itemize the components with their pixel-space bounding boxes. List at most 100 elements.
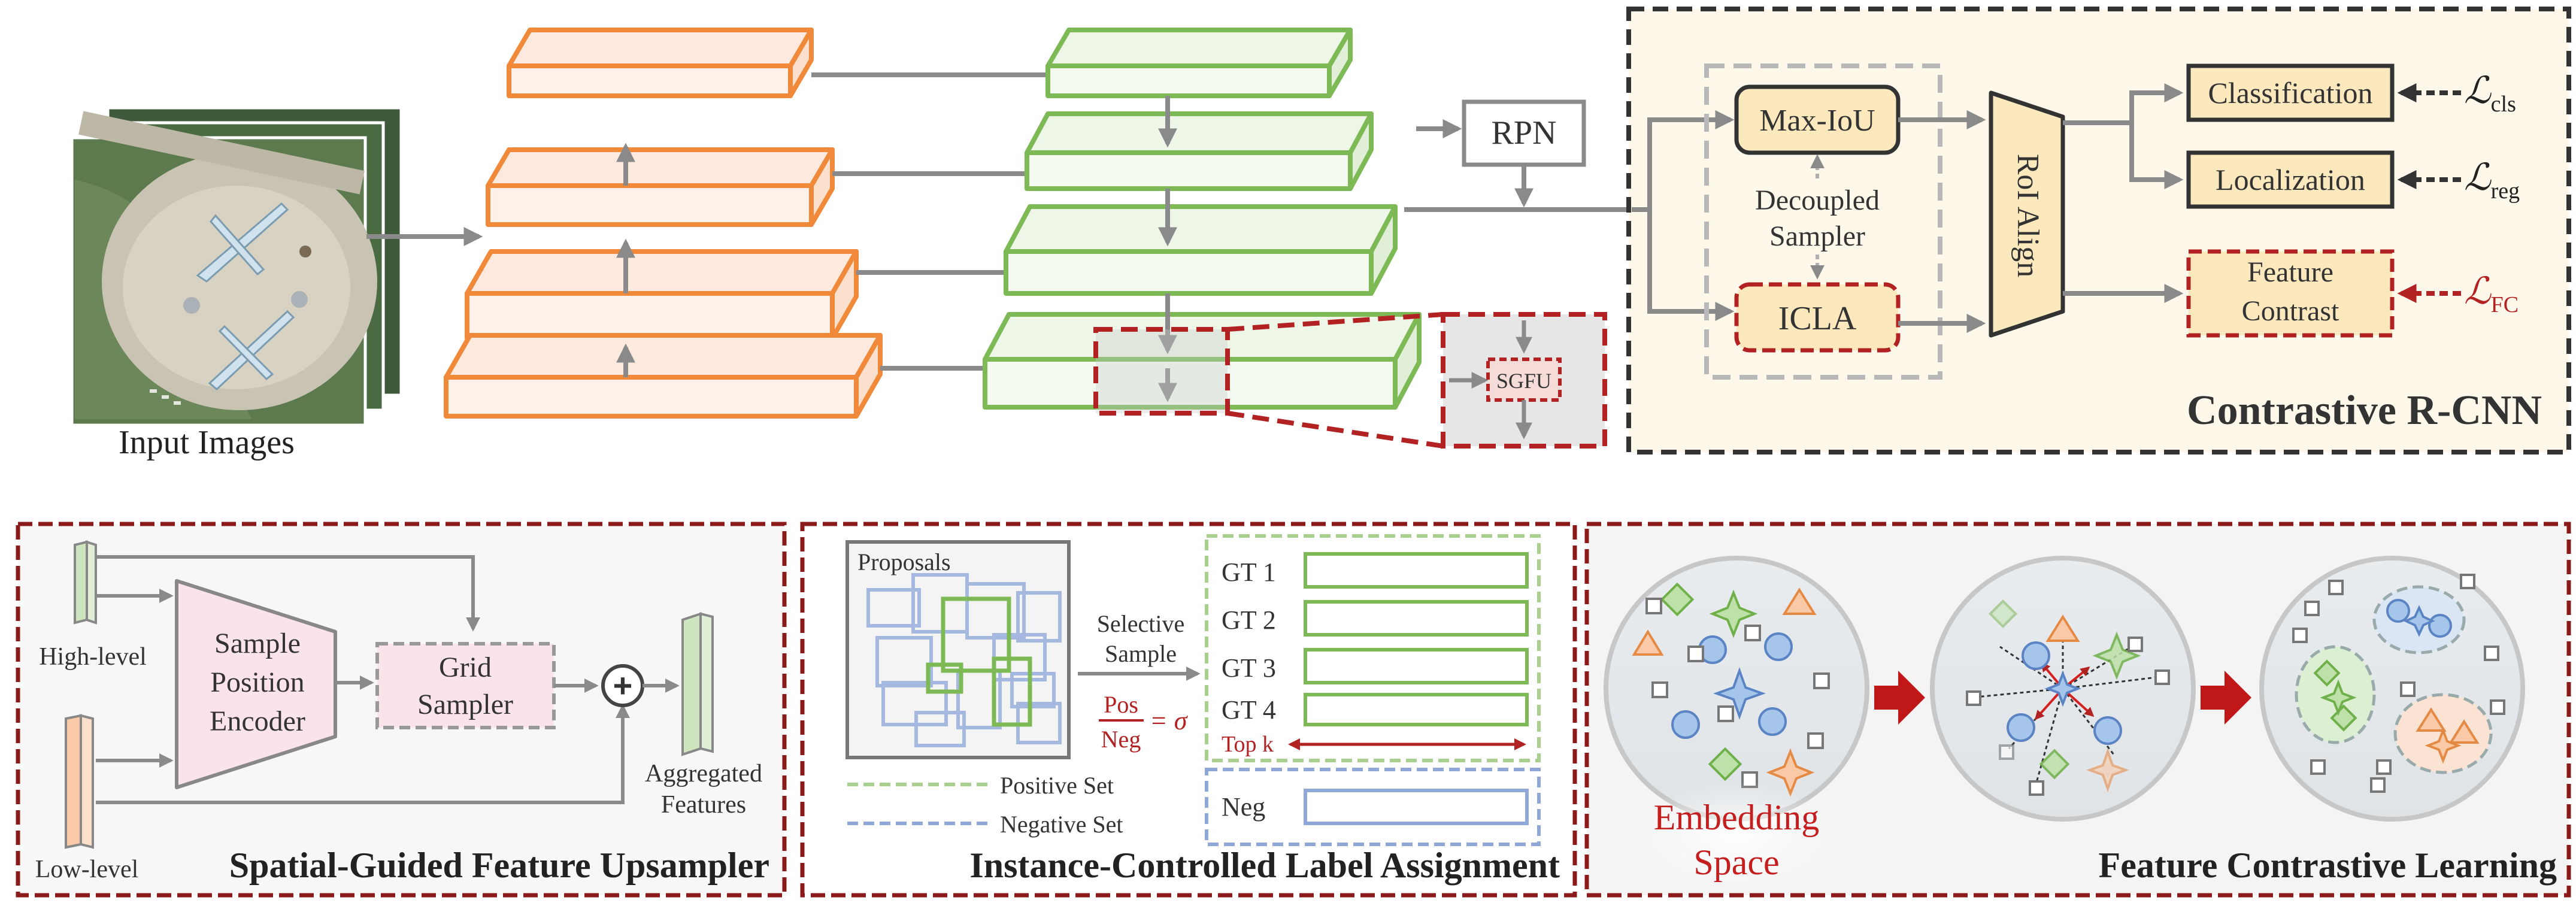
gt-label-2: GT 2 — [1222, 605, 1276, 635]
icla-box — [1734, 282, 1901, 353]
encoder-label-3: Encoder — [210, 705, 305, 737]
gt-label-3: GT 3 — [1222, 653, 1276, 683]
embedding-glow — [1635, 781, 1838, 889]
sample-position-encoder-block — [175, 579, 337, 789]
gt-label-1: GT 1 — [1222, 558, 1276, 587]
positive-set-box — [1205, 534, 1541, 762]
zoom-line-bottom — [1227, 411, 1444, 449]
input-images-label: Input Images — [119, 424, 295, 461]
embedding-circle-1 — [1604, 556, 1869, 822]
icla-panel-title: Instance-Controlled Label Assignment — [969, 846, 1560, 885]
negative-set-box — [1205, 768, 1541, 846]
sgfu-panel: High-level Low-level Sample Position Enc… — [16, 522, 787, 898]
loss-cls: ℒcls — [2464, 71, 2516, 117]
rpn: RPN — [1416, 99, 1586, 208]
backbone-layer-1 — [444, 333, 883, 419]
zoom-region — [1096, 329, 1228, 413]
loss-fc: ℒFC — [2464, 271, 2519, 317]
rpn-label: RPN — [1492, 114, 1557, 152]
rpn-box — [1462, 99, 1586, 167]
fcl-panel-title: Feature Contrastive Learning — [2099, 846, 2557, 885]
fpn-pyramid — [983, 28, 1422, 410]
decoupled-sampler-box — [1704, 63, 1942, 380]
proposals-label: Proposals — [857, 549, 951, 575]
loss-cls-sub: cls — [2491, 92, 2516, 117]
aggregated-feature — [681, 612, 714, 756]
loss-fc-sub: FC — [2491, 292, 2519, 317]
contrastive-rcnn-panel: Contrastive R-CNN Max-IoU Decoupled Samp… — [1626, 7, 2571, 455]
loss-cls-symbol: ℒ — [2464, 71, 2492, 111]
decoupled-label-2: Sampler — [1769, 220, 1865, 252]
arrow-to-icla — [1647, 210, 1735, 321]
negative-set-label: Negative Set — [1000, 811, 1123, 838]
gt-bar-3 — [1304, 648, 1529, 684]
encoder-label-2: Position — [210, 666, 304, 698]
roi-align-label: RoI Align — [2011, 154, 2045, 278]
fpn-layer-4 — [1045, 28, 1353, 98]
neg-label: Neg — [1222, 792, 1265, 822]
classification-label: Classification — [2208, 76, 2373, 110]
sgfu-block — [1486, 357, 1562, 402]
backbone-pyramid — [444, 28, 883, 419]
embedding-circle-3 — [2259, 556, 2525, 822]
max-iou-label: Max-IoU — [1759, 104, 1875, 138]
low-level-label: Low-level — [35, 856, 139, 883]
input-images: Input Images — [70, 106, 403, 461]
ratio-neg: Neg — [1101, 726, 1141, 753]
loss-reg: ℒreg — [2464, 157, 2520, 204]
neg-bar — [1304, 789, 1529, 825]
loss-reg-symbol: ℒ — [2464, 157, 2492, 198]
fpn-layer-3 — [1025, 111, 1374, 191]
high-level-label: High-level — [39, 643, 147, 671]
encoder-label-1: Sample — [214, 628, 301, 659]
airplane-icon — [196, 202, 289, 283]
feature-contrast-box — [2186, 249, 2395, 338]
add-operator-symbol: + — [613, 666, 633, 704]
backbone-layer-2 — [465, 249, 859, 341]
gt-bar-4 — [1304, 693, 1529, 726]
sgfu-detail: SGFU — [1441, 312, 1607, 449]
feature-contrast-label-1: Feature — [2247, 256, 2333, 288]
aerial-image — [70, 111, 377, 427]
localization-box — [2186, 150, 2395, 209]
loss-fc-symbol: ℒ — [2464, 271, 2492, 312]
backbone-layer-3 — [486, 147, 835, 227]
roi-align-block — [1989, 90, 2065, 338]
backbone-layer-4 — [507, 28, 814, 98]
loss-reg-sub: reg — [2491, 178, 2520, 204]
grid-sampler-label-2: Sampler — [417, 689, 513, 720]
rcnn-title: Contrastive R-CNN — [2187, 387, 2542, 434]
icla-label: ICLA — [1778, 300, 1857, 337]
top-k-label: Top k — [1222, 732, 1274, 757]
embedding-circle-2 — [1930, 556, 2196, 822]
aggregated-label-1: Aggregated — [645, 760, 762, 787]
embedding-label-2: Space — [1693, 843, 1779, 882]
sgfu-label: SGFU — [1496, 369, 1551, 393]
localization-label: Localization — [2216, 163, 2365, 196]
grid-sampler-label-1: Grid — [439, 652, 492, 683]
gt-boxes — [926, 596, 1032, 727]
sgfu-panel-title: Spatial-Guided Feature Upsampler — [229, 846, 769, 885]
ratio-eq: = σ — [1150, 706, 1189, 735]
feature-contrast-label-2: Contrast — [2242, 295, 2339, 327]
gt-bar-1 — [1304, 552, 1529, 589]
icla-panel: Proposals Selective Sample Pos Neg = σ G — [800, 522, 1577, 898]
gt-label-4: GT 4 — [1222, 695, 1276, 725]
ratio-pos: Pos — [1104, 691, 1138, 718]
transition-arrow-2 — [2201, 671, 2251, 725]
zoom-line-top — [1227, 312, 1444, 332]
low-level-feature — [65, 714, 94, 849]
airplane-icon-2 — [208, 310, 295, 391]
positive-set-label: Positive Set — [1000, 772, 1114, 799]
transition-arrow-1 — [1874, 671, 1925, 725]
classification-box — [2186, 63, 2395, 122]
selective-label-2: Sample — [1105, 640, 1177, 667]
fcl-panel: Embedding Space Feature Contrastive Lear… — [1584, 522, 2571, 898]
aggregated-label-2: Features — [661, 791, 746, 819]
decoupled-label-1: Decoupled — [1755, 184, 1880, 216]
gt-bar-2 — [1304, 600, 1529, 637]
embedding-label-1: Embedding — [1654, 798, 1820, 837]
selective-label-1: Selective — [1097, 610, 1185, 637]
fpn-layer-2 — [1004, 204, 1398, 296]
